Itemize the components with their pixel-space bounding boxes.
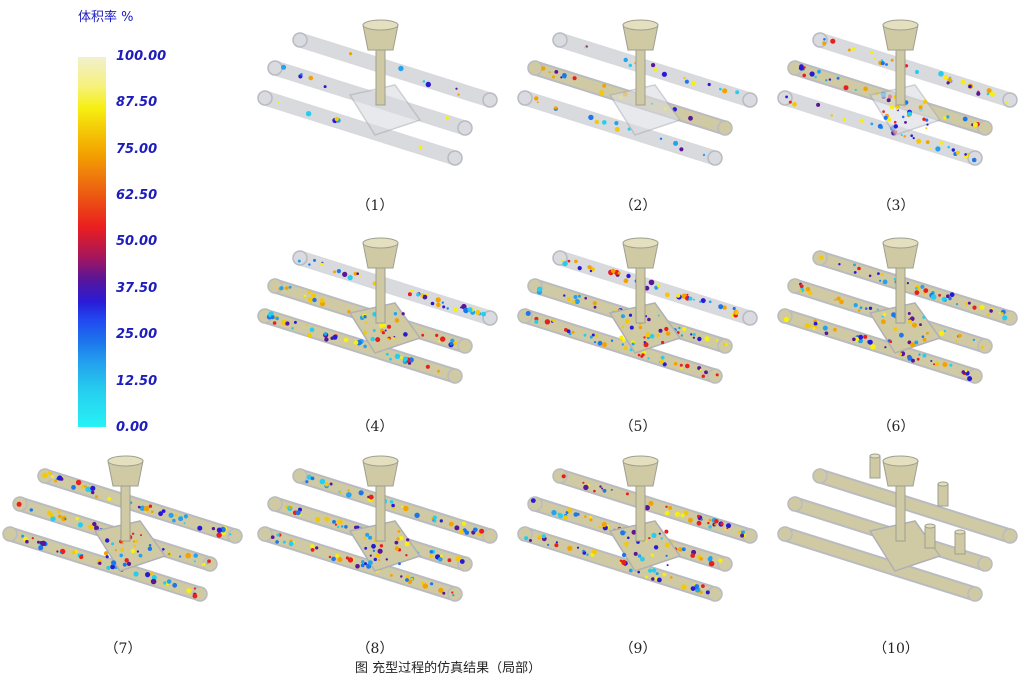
legend-tick: 25.00	[116, 327, 158, 342]
figure-caption: 图 充型过程的仿真结果（局部）	[355, 661, 542, 676]
simulation-panel-6	[775, 218, 1024, 413]
legend-tick: 50.00	[116, 234, 158, 249]
panel-caption-3: （3）	[877, 198, 915, 214]
simulation-panel-9	[515, 436, 765, 631]
simulation-panel-7	[0, 436, 250, 631]
panel-caption-2: （2）	[619, 198, 657, 214]
panel-caption-4: （4）	[356, 419, 394, 435]
panel-caption-1: （1）	[356, 198, 394, 214]
legend-tick: 12.50	[116, 374, 158, 389]
color-scale-bar	[78, 57, 106, 427]
legend-tick: 87.50	[116, 95, 158, 110]
simulation-panel-2	[515, 0, 765, 195]
simulation-panel-3	[775, 0, 1024, 195]
panel-caption-5: （5）	[619, 419, 657, 435]
legend-tick: 37.50	[116, 281, 158, 296]
simulation-panel-4	[255, 218, 505, 413]
simulation-panel-10	[775, 436, 1024, 631]
panel-caption-9: （9）	[619, 641, 657, 657]
panel-caption-10: （10）	[873, 641, 919, 657]
panel-caption-8: （8）	[356, 641, 394, 657]
simulation-panel-5	[515, 218, 765, 413]
legend-tick: 100.00	[116, 49, 167, 64]
legend-tick: 75.00	[116, 142, 158, 157]
legend-tick: 62.50	[116, 188, 158, 203]
simulation-panel-8	[255, 436, 505, 631]
panel-caption-6: （6）	[877, 419, 915, 435]
panel-caption-7: （7）	[104, 641, 142, 657]
simulation-panel-1	[255, 0, 505, 195]
legend-title: 体积率 %	[78, 10, 134, 25]
legend-tick: 0.00	[116, 420, 149, 435]
